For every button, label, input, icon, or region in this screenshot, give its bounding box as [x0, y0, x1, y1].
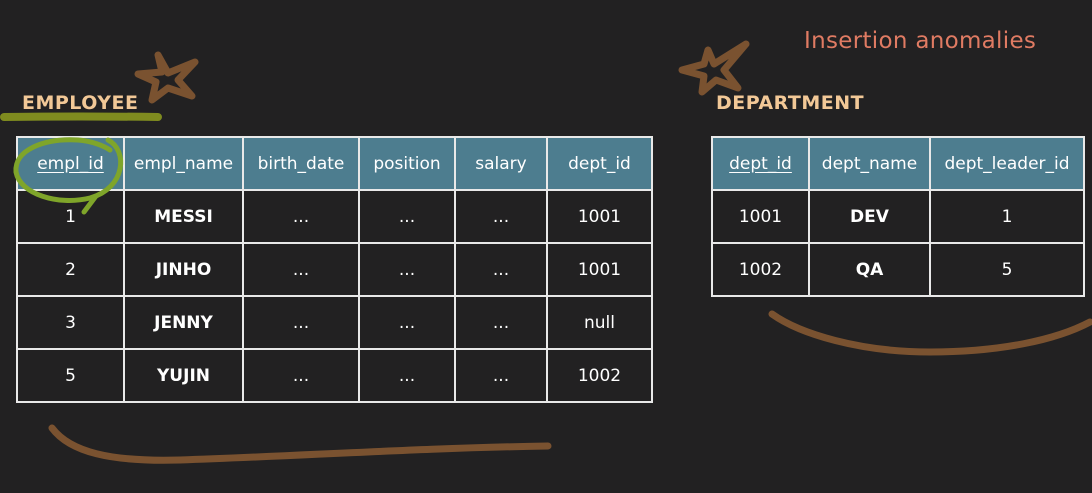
table-row: 2 JINHO ... ... ... 1001 [16, 242, 653, 297]
hand-drawn-star-icon [134, 51, 199, 104]
cell-empl-name: JINHO [123, 242, 244, 297]
table-row: 1001 DEV 1 [711, 189, 1085, 244]
hand-drawn-star-icon [678, 40, 750, 96]
col-header-position: position [358, 136, 456, 191]
cell-empl-id: 5 [16, 348, 125, 403]
col-header-birth-date: birth_date [242, 136, 360, 191]
cell-empl-name: JENNY [123, 295, 244, 350]
employee-table: empl_id empl_name birth_date position sa… [16, 136, 653, 403]
col-header-dept-name: dept_name [808, 136, 931, 191]
cell-dept-leader-id: 1 [929, 189, 1085, 244]
cell-birth-date: ... [242, 242, 360, 297]
department-table: dept_id dept_name dept_leader_id 1001 DE… [711, 136, 1085, 297]
cell-empl-id: 1 [16, 189, 125, 244]
cell-dept-leader-id: 5 [929, 242, 1085, 297]
cell-empl-id: 3 [16, 295, 125, 350]
cell-dept-id: null [546, 295, 653, 350]
col-header-empl-id: empl_id [16, 136, 125, 191]
table-row: 5 YUJIN ... ... ... 1002 [16, 348, 653, 403]
table-row: 1002 QA 5 [711, 242, 1085, 297]
col-header-salary: salary [454, 136, 548, 191]
cell-salary: ... [454, 348, 548, 403]
cell-dept-id: 1002 [711, 242, 810, 297]
cell-birth-date: ... [242, 348, 360, 403]
col-header-dept-leader-id: dept_leader_id [929, 136, 1085, 191]
cell-empl-name: YUJIN [123, 348, 244, 403]
employee-table-label: EMPLOYEE [22, 92, 139, 114]
cell-position: ... [358, 189, 456, 244]
employee-header-row: empl_id empl_name birth_date position sa… [16, 136, 653, 191]
cell-dept-id: 1001 [546, 189, 653, 244]
table-row: 1 MESSI ... ... ... 1001 [16, 189, 653, 244]
cell-birth-date: ... [242, 295, 360, 350]
col-header-empl-name: empl_name [123, 136, 244, 191]
cell-dept-id: 1001 [546, 242, 653, 297]
cell-empl-id: 2 [16, 242, 125, 297]
department-header-row: dept_id dept_name dept_leader_id [711, 136, 1085, 191]
cell-salary: ... [454, 242, 548, 297]
slide-title: Insertion anomalies [804, 28, 1037, 54]
cell-position: ... [358, 295, 456, 350]
col-header-dept-id: dept_id [546, 136, 653, 191]
bracket-curve [48, 424, 552, 464]
underline-stroke [0, 112, 162, 121]
cell-position: ... [358, 348, 456, 403]
cell-dept-name: DEV [808, 189, 931, 244]
cell-salary: ... [454, 295, 548, 350]
col-header-dept-id: dept_id [711, 136, 810, 191]
cell-empl-name: MESSI [123, 189, 244, 244]
cell-dept-id: 1002 [546, 348, 653, 403]
cell-dept-id: 1001 [711, 189, 810, 244]
department-table-label: DEPARTMENT [716, 92, 865, 114]
cell-salary: ... [454, 189, 548, 244]
table-row: 3 JENNY ... ... ... null [16, 295, 653, 350]
bracket-curve [768, 310, 1092, 356]
cell-birth-date: ... [242, 189, 360, 244]
cell-dept-name: QA [808, 242, 931, 297]
cell-position: ... [358, 242, 456, 297]
